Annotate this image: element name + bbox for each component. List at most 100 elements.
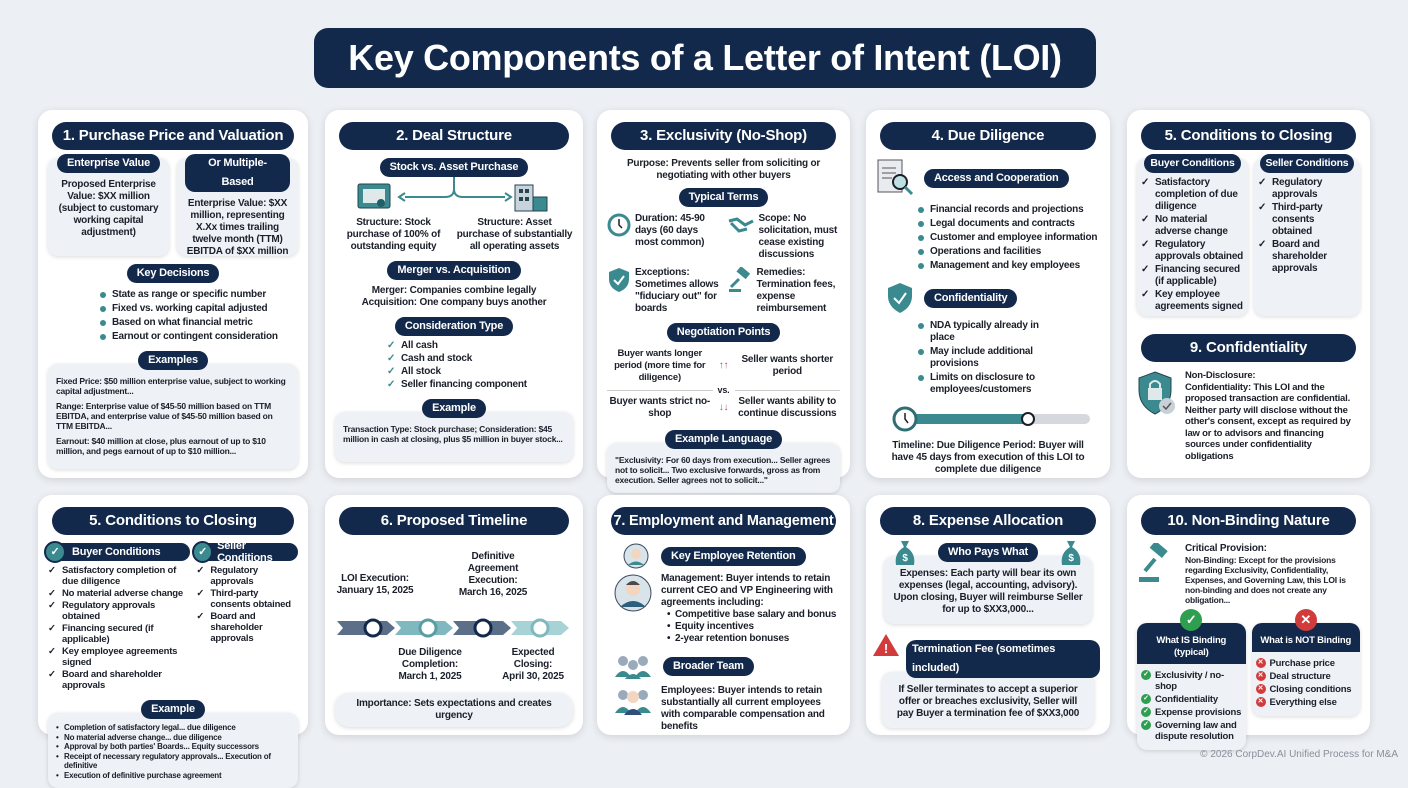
seller-condition-item: Board and shareholder approvals — [1258, 239, 1356, 275]
consideration-item: All cash — [387, 340, 573, 352]
branch-arrows-icon — [397, 177, 513, 202]
expenses-text: Expenses: Each party will bear its own e… — [884, 556, 1092, 624]
check-circle-icon: ✓ — [44, 541, 66, 563]
buyer-condition-item: Key employee agreements signed — [48, 646, 190, 668]
term-exceptions: Exceptions: Sometimes allows "fiduciary … — [607, 267, 721, 315]
confidentiality-text: Confidentiality: This LOI and the propos… — [1185, 381, 1351, 462]
seller-conditions-box: Seller Conditions Regulatory approvalsTh… — [1253, 154, 1360, 316]
footer-copyright: © 2026 CorpDev.AI Unified Process for M&… — [1200, 749, 1398, 760]
manager-avatar-icon — [614, 574, 652, 612]
example-item: Approval by both parties' Boards... Equi… — [56, 742, 290, 752]
not-binding-item: ✕Deal structure — [1255, 671, 1357, 682]
buyer-condition-item-list: Satisfactory completion of due diligence… — [1141, 177, 1244, 313]
due-diligence-progress — [892, 406, 1090, 432]
management-text: Management: Buyer intends to retain curr… — [661, 573, 833, 608]
buyer-conditions-label: ✓ Buyer Conditions — [44, 541, 191, 563]
merger-acquisition-line: Merger: Companies combine legally — [371, 285, 537, 296]
key-decision-item: Based on what financial metric — [98, 317, 298, 329]
binding-panel: ✓ What IS Binding (typical) ✓Exclusivity… — [1137, 609, 1246, 750]
gavel-icon — [1139, 543, 1168, 582]
x-circle-icon: ✕ — [1255, 658, 1266, 668]
buyer-condition-item: Key employee agreements signed — [1141, 289, 1244, 313]
handshake-icon — [728, 217, 754, 233]
stock-certificate-icon — [357, 183, 391, 209]
confidentiality-item: May include additional provisions — [916, 346, 1060, 370]
x-circle-icon: ✕ — [1255, 697, 1266, 707]
broader-team-text: Employees: Buyer intends to retain subst… — [661, 685, 825, 732]
timeline-text: Timeline: Due Diligence Period: Buyer wi… — [891, 440, 1085, 475]
negotiation-points-label: Negotiation Points — [666, 323, 781, 342]
up-arrows-icon: ↑↑ — [718, 360, 729, 371]
seller-position-2: Seller wants ability to continue discuss… — [738, 396, 837, 419]
buyer-condition-item-list: Satisfactory completion of due diligence… — [48, 565, 190, 691]
buyer-condition-item: Board and shareholder approvals — [48, 669, 190, 691]
progress-fill — [906, 414, 1029, 424]
management-item: Competitive base salary and bonus — [667, 609, 840, 621]
svg-text:$: $ — [1068, 553, 1074, 564]
key-decision-item: State as range or specific number — [98, 289, 298, 301]
buyer-condition-item: Financing secured (if applicable) — [1141, 264, 1244, 288]
seller-conditions-label: Seller Conditions — [1259, 154, 1355, 173]
not-binding-panel: ✕ What is NOT Binding ✕Purchase price✕De… — [1251, 609, 1360, 750]
access-item: Legal documents and contracts — [916, 218, 1100, 230]
gavel-icon — [728, 267, 750, 292]
binding-item: ✓Expense provisions — [1141, 707, 1242, 718]
shield-check-icon — [888, 283, 912, 313]
card-conditions-confidentiality: 5. Conditions to Closing Buyer Condition… — [1127, 110, 1370, 478]
buyer-position-1: Buyer wants longer period (more time for… — [614, 348, 706, 383]
card-conditions-to-closing: 5. Conditions to Closing ✓ Buyer Conditi… — [38, 495, 308, 788]
stock-purchase-text: Structure: Stock purchase of 100% of out… — [346, 217, 441, 252]
example-language-box: "Exclusivity: For 60 days from execution… — [607, 443, 840, 493]
access-item: Operations and facilities — [916, 246, 1100, 258]
stock-asset-label: Stock vs. Asset Purchase — [379, 158, 529, 177]
confidentiality-item: Limits on disclosure to employees/custom… — [916, 372, 1060, 396]
merger-acquisition-label: Merger vs. Acquisition — [387, 261, 521, 280]
clock-icon — [892, 406, 918, 432]
consideration-item: Cash and stock — [387, 353, 573, 365]
buyer-condition-item: Satisfactory completion of due diligence — [1141, 177, 1244, 213]
check-circle-icon: ✓ — [1141, 720, 1151, 730]
key-decision-item: Fixed vs. working capital adjusted — [98, 303, 298, 315]
term-remedies: Remedies: Termination fees, expense reim… — [727, 267, 841, 315]
card-deal-structure: 2. Deal Structure Stock vs. Asset Purcha… — [325, 110, 583, 478]
who-pays-what-label: Who Pays What — [938, 543, 1038, 562]
warning-icon: ! — [873, 634, 899, 656]
term-duration: Duration: 45-90 days (60 days most commo… — [607, 213, 721, 261]
binding-item: ✓Exclusivity / no-shop — [1141, 670, 1242, 692]
multiple-based-box: Or Multiple-Based Enterprise Value: $XX … — [177, 154, 298, 257]
termination-fee-text: If Seller terminates to accept a superio… — [882, 672, 1094, 728]
example-item: Receipt of necessary regulatory approval… — [56, 752, 290, 771]
x-circle-icon: ✕ — [1255, 671, 1266, 681]
check-circle-icon: ✓ — [1180, 609, 1203, 631]
buyer-conditions-box: Buyer Conditions Satisfactory completion… — [1137, 154, 1248, 316]
access-cooperation-label: Access and Cooperation — [924, 168, 1069, 188]
team-icon — [615, 656, 651, 679]
page-title: Key Components of a Letter of Intent (LO… — [314, 28, 1096, 88]
confidentiality-item: NDA typically already in place — [916, 320, 1060, 344]
timeline-arrow-band — [337, 618, 569, 638]
binding-item-list: ✓Exclusivity / no-shop✓Confidentiality✓E… — [1137, 664, 1246, 750]
buyer-condition-item: Satisfactory completion of due diligence — [48, 565, 190, 587]
access-item: Customer and employee information — [916, 232, 1100, 244]
seller-condition-item: Third-party consents obtained — [1258, 202, 1356, 238]
shield-check-icon — [609, 268, 629, 292]
card-heading: 5. Conditions to Closing — [1141, 122, 1356, 150]
not-binding-item: ✕Closing conditions — [1255, 684, 1357, 695]
not-binding-item: ✕Everything else — [1255, 697, 1357, 708]
example-item: Fixed Price: $50 million enterprise valu… — [56, 376, 286, 396]
card-heading: 4. Due Diligence — [880, 122, 1096, 150]
card-purchase-price: 1. Purchase Price and Valuation Enterpri… — [38, 110, 308, 478]
examples-box: Fixed Price: $50 million enterprise valu… — [48, 364, 298, 469]
example-item: Completion of satisfactory legal... due … — [56, 723, 290, 733]
clock-icon — [607, 213, 631, 237]
example-item: No material adverse change... due dilige… — [56, 733, 290, 743]
card-heading: 6. Proposed Timeline — [339, 507, 569, 535]
confidentiality-heading: 9. Confidentiality — [1141, 334, 1356, 362]
building-assets-icon — [514, 184, 548, 212]
milestone-closing: Expected Closing:April 30, 2025 — [502, 647, 564, 682]
key-decisions-label: Key Decisions — [126, 264, 220, 283]
card-heading: 10. Non-Binding Nature — [1141, 507, 1356, 535]
buyer-conditions-label: Buyer Conditions — [1144, 154, 1241, 173]
merger-acquisition-line: Acquisition: One company buys another — [361, 297, 547, 308]
